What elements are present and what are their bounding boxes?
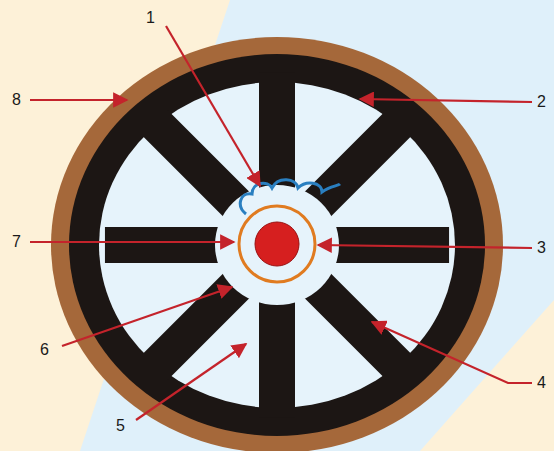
callout-number: 5 bbox=[116, 418, 125, 434]
spoke bbox=[259, 296, 295, 417]
callout-number: 8 bbox=[12, 92, 21, 108]
orange-ring bbox=[239, 206, 315, 282]
callout-number: 2 bbox=[537, 94, 546, 110]
spoke bbox=[259, 73, 295, 194]
leader-line bbox=[372, 322, 532, 383]
wheel-felloe bbox=[69, 54, 485, 436]
callout-number: 4 bbox=[537, 375, 546, 391]
leader-line bbox=[360, 99, 532, 102]
leader-line bbox=[62, 287, 232, 346]
leader-line bbox=[30, 99, 127, 101]
spoke bbox=[105, 227, 226, 263]
leader-line bbox=[136, 344, 246, 420]
spokes bbox=[105, 73, 449, 417]
callout-number: 6 bbox=[40, 342, 49, 358]
red-center bbox=[255, 222, 299, 266]
callout-number: 7 bbox=[12, 234, 21, 250]
leader-lines bbox=[30, 26, 532, 420]
callout-number: 3 bbox=[537, 240, 546, 256]
callout-number: 1 bbox=[146, 10, 155, 26]
leader-line bbox=[318, 245, 532, 248]
leader-line bbox=[30, 241, 234, 243]
leader-line bbox=[166, 26, 260, 186]
